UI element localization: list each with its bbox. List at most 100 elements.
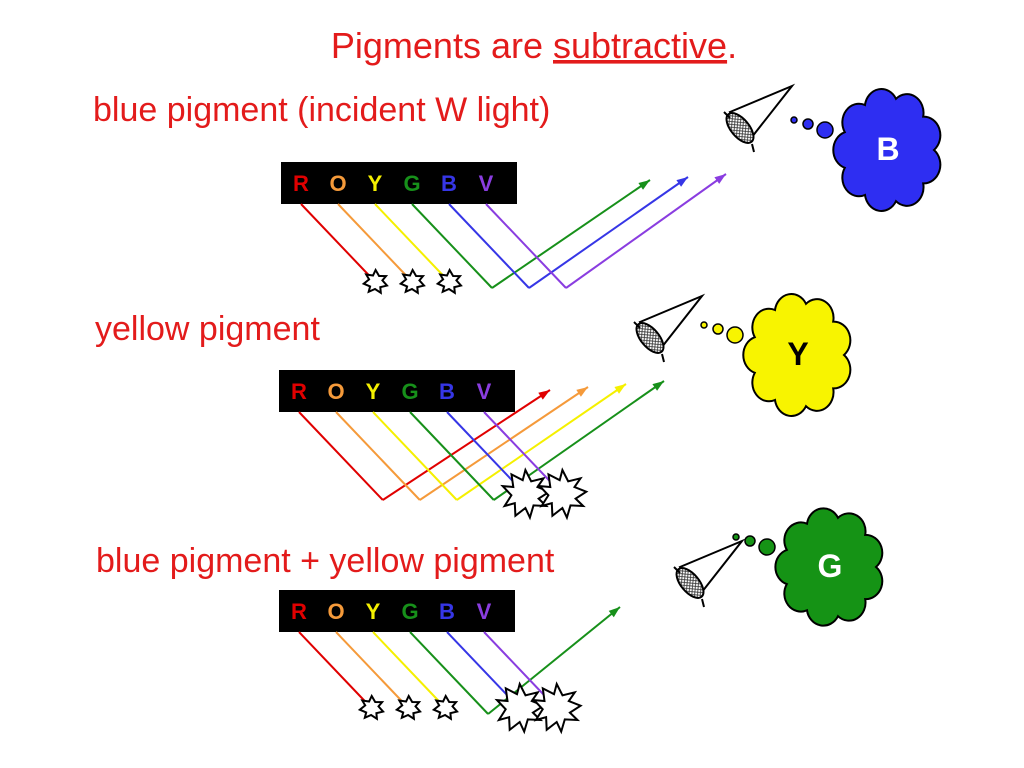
arrowhead-G [608, 607, 620, 618]
spectrum-box [279, 590, 515, 632]
thought-bubble-icon [712, 323, 724, 335]
thought-cloud [832, 88, 942, 212]
ray-O [335, 411, 421, 501]
panel-label: blue pigment (incident W light) [93, 91, 550, 129]
starburst-icon [361, 267, 389, 295]
band-O: O [329, 171, 346, 196]
reflected-ray-V [565, 173, 727, 289]
ray-G [411, 203, 493, 289]
band-O: O [327, 599, 344, 624]
eye-lens [675, 567, 705, 599]
band-V: V [477, 599, 492, 624]
arrowhead-V [714, 174, 726, 184]
thought-bubble-icon [816, 121, 834, 139]
starburst-icon [431, 693, 459, 721]
band-R: R [291, 599, 307, 624]
band-V: V [479, 171, 494, 196]
thought-cloud [742, 293, 852, 417]
starburst-icon [537, 467, 589, 521]
slide-title: Pigments are subtractive. [331, 25, 737, 66]
perceived-color-label: Y [787, 336, 808, 372]
eye-icon [633, 293, 706, 363]
panel-label: blue pigment + yellow pigment [96, 542, 555, 580]
band-Y: Y [368, 171, 383, 196]
band-B: B [439, 379, 455, 404]
reflected-ray-O [419, 386, 589, 501]
band-O: O [327, 379, 344, 404]
starburst-icon [494, 681, 546, 735]
eye-icon [723, 83, 796, 153]
eye-lens [725, 112, 755, 144]
ray-B [448, 203, 530, 289]
arrowhead-B [676, 177, 688, 187]
arrowhead-G [638, 180, 650, 190]
ray-B [446, 411, 521, 489]
starburst-icon [435, 267, 463, 295]
ray-B [446, 631, 515, 703]
reflected-ray-B [528, 176, 689, 289]
ray-V [483, 411, 558, 489]
ray-Y [372, 631, 441, 703]
band-Y: Y [366, 379, 381, 404]
band-G: G [403, 171, 420, 196]
eye-lens [635, 322, 665, 354]
ray-R [298, 631, 367, 703]
thought-bubble-icon [758, 538, 776, 556]
reflected-ray-G [491, 179, 651, 289]
ray-O [335, 631, 404, 703]
band-B: B [441, 171, 457, 196]
ray-G [409, 411, 495, 501]
eyelash [633, 321, 665, 363]
title-prefix: Pigments are [331, 25, 553, 66]
eyelash [723, 111, 755, 153]
arrowhead-R [538, 390, 550, 400]
title-suffix: . [727, 25, 737, 66]
ray-R [300, 203, 371, 277]
spectrum-box [281, 162, 517, 204]
panel-label: yellow pigment [95, 310, 320, 348]
thought-bubble-icon [726, 326, 744, 344]
ray-Y [374, 203, 445, 277]
ray-Y [372, 411, 458, 501]
band-V: V [477, 379, 492, 404]
band-Y: Y [366, 599, 381, 624]
ray-G [409, 631, 489, 715]
thought-bubble-icon [802, 118, 814, 130]
thought-bubble-icon [732, 533, 740, 541]
ray-O [337, 203, 408, 277]
band-G: G [401, 599, 418, 624]
eye-icon [673, 538, 746, 608]
arrowhead-Y [614, 384, 626, 394]
starburst-icon [398, 267, 426, 295]
thought-bubble-icon [744, 535, 756, 547]
ray-R [298, 411, 384, 501]
thought-bubble-icon [790, 116, 798, 124]
band-B: B [439, 599, 455, 624]
thought-cloud [774, 507, 884, 627]
eyelash [673, 566, 705, 608]
band-R: R [291, 379, 307, 404]
title-emphasis: subtractive [553, 25, 727, 66]
band-R: R [293, 171, 309, 196]
starburst-icon [500, 467, 552, 521]
starburst-icon [394, 693, 422, 721]
spectrum-box [279, 370, 515, 412]
perceived-color-label: G [818, 548, 843, 584]
band-G: G [401, 379, 418, 404]
starburst-icon [531, 681, 583, 735]
thought-bubble-icon [700, 321, 708, 329]
perceived-color-label: B [876, 131, 899, 167]
ray-V [483, 631, 552, 703]
ray-V [485, 203, 567, 289]
starburst-icon [357, 693, 385, 721]
reflected-ray-Y [456, 383, 627, 501]
reflected-ray-R [382, 389, 551, 501]
arrowhead-O [576, 387, 588, 397]
arrowhead-G [652, 381, 664, 391]
